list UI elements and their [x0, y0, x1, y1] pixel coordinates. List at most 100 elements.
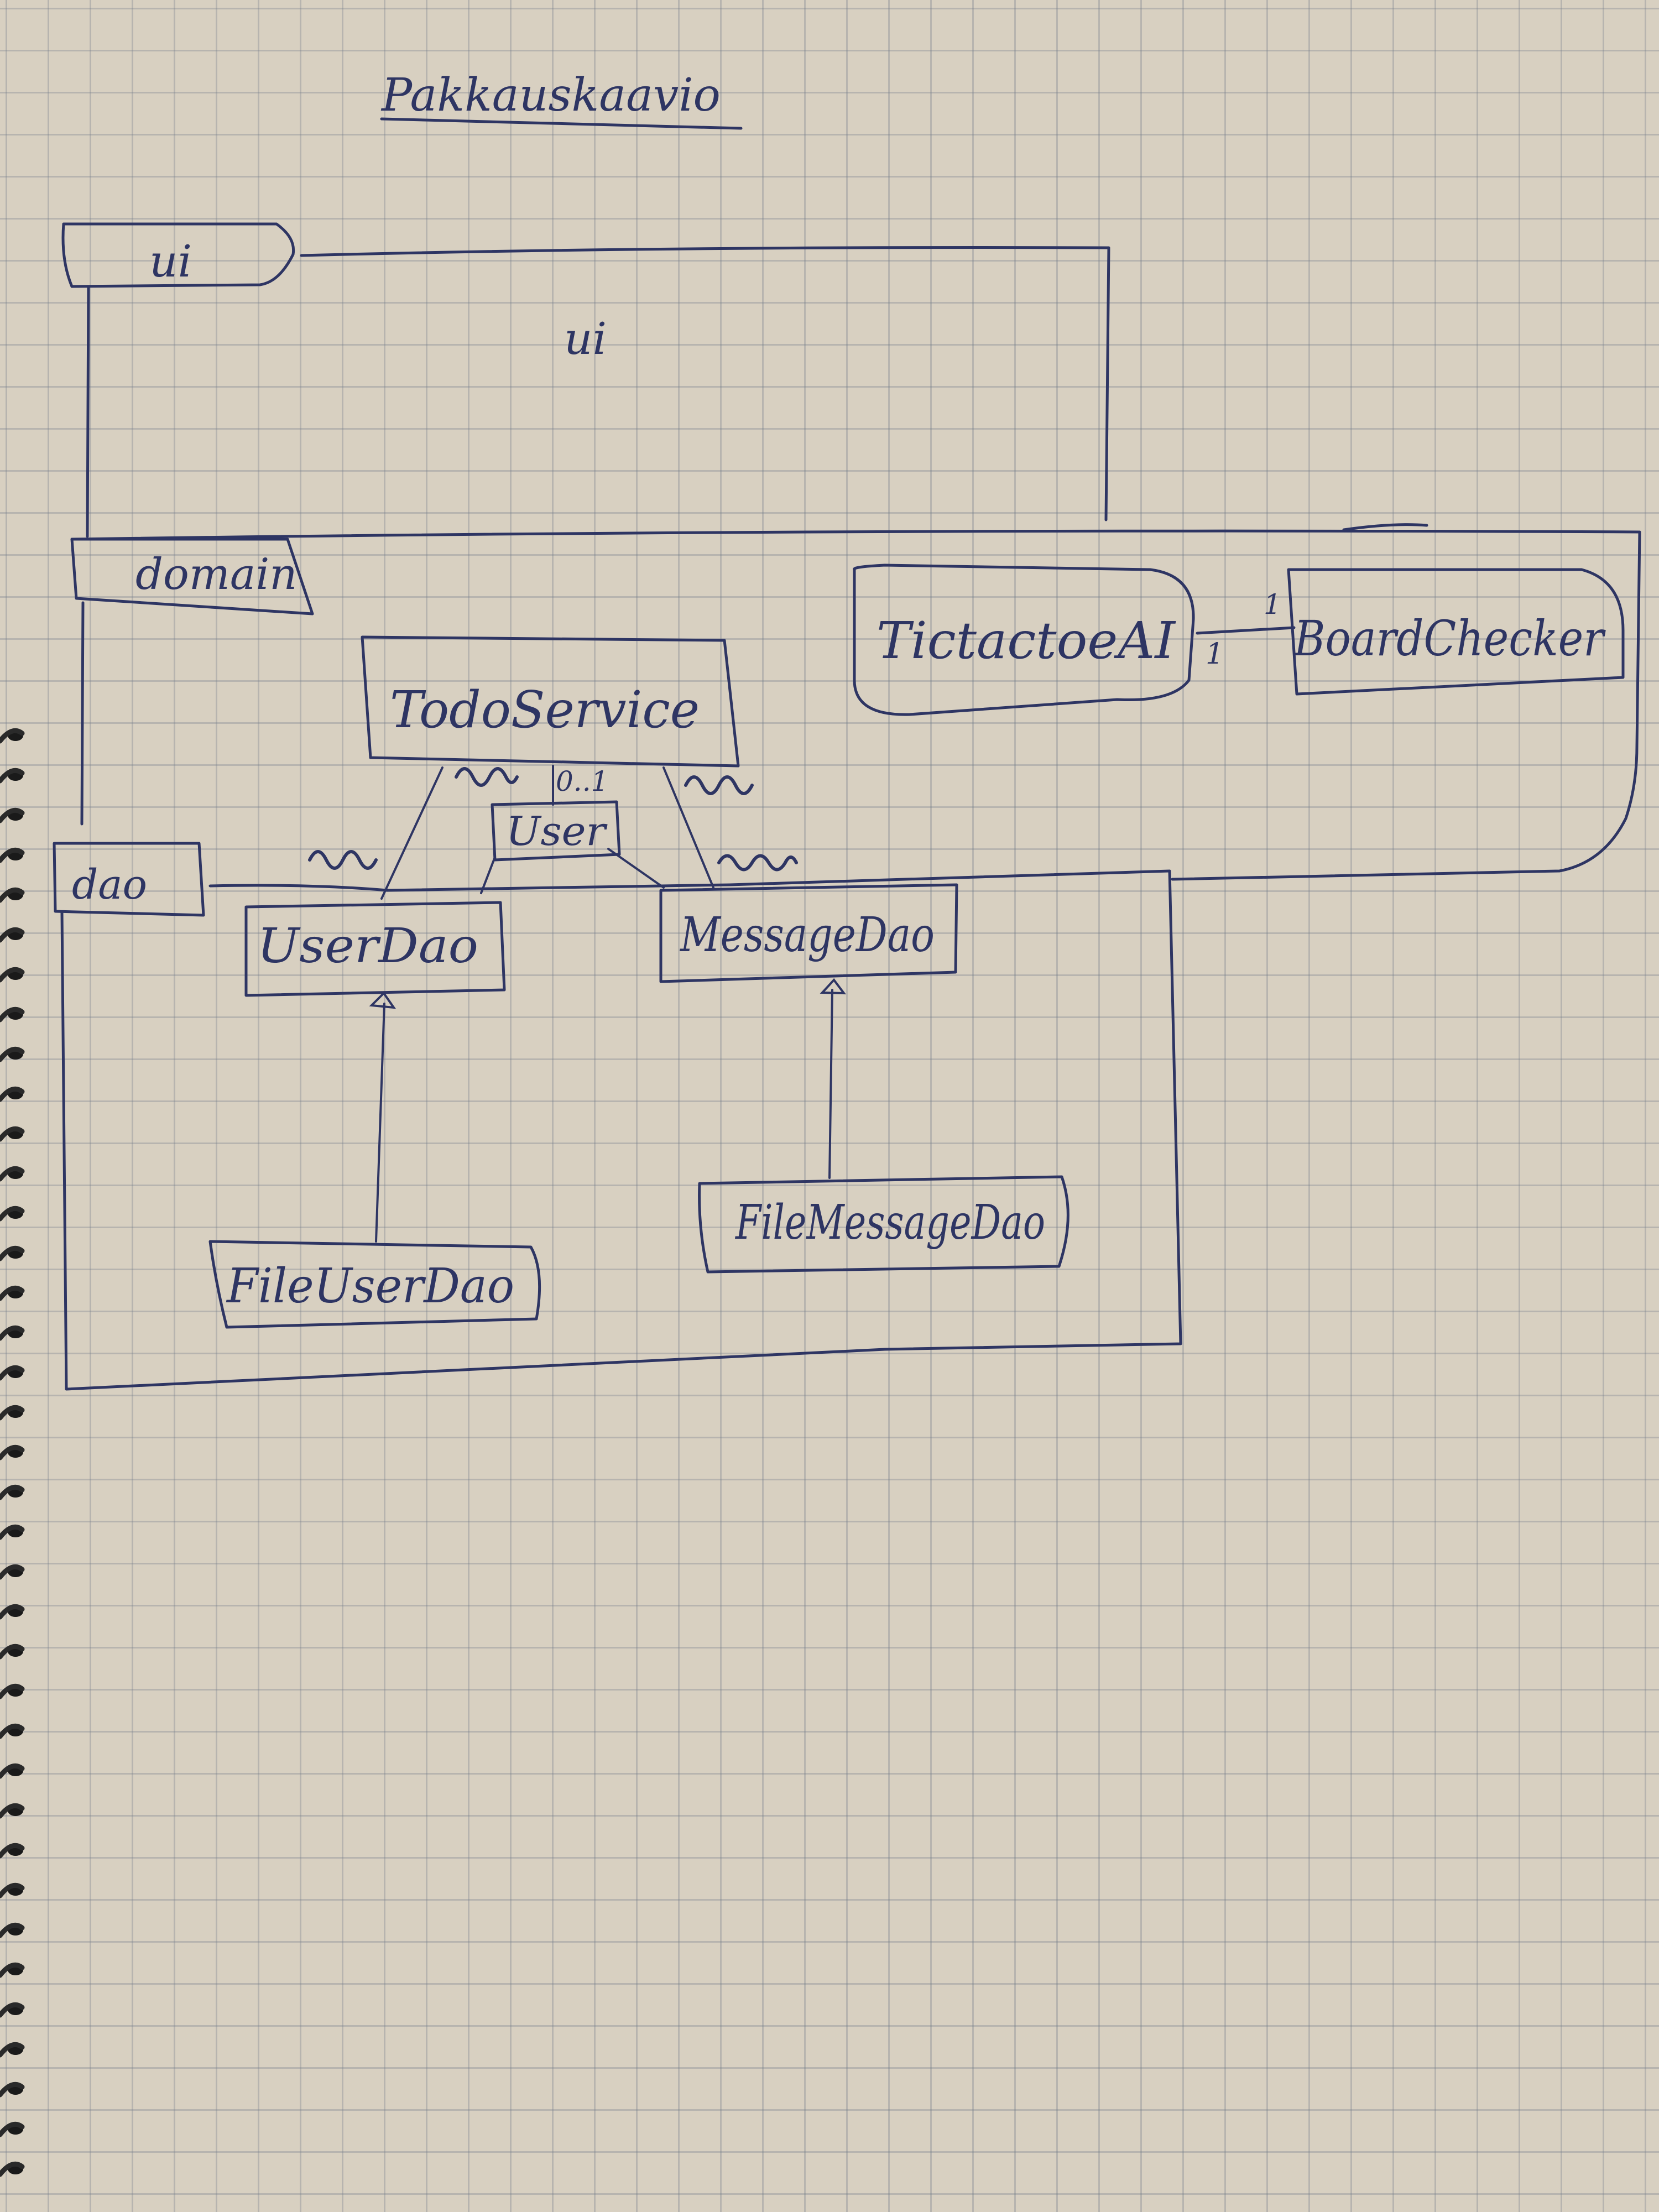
- package-dao: dao: [53, 842, 1182, 1391]
- spiral-ring: [0, 887, 25, 903]
- class-tictactoe-ai-label: TictactoeAI: [877, 611, 1176, 670]
- class-user-box: [491, 800, 621, 862]
- realization-arrowhead-userdao: [369, 991, 397, 1009]
- package-ui-body-label: ui: [564, 313, 607, 364]
- multiplicity-ai-side: 1: [1206, 638, 1224, 671]
- spiral-ring: [0, 2042, 25, 2058]
- spiral-ring: [0, 1405, 25, 1421]
- filemessagedao-realizes-messagedao: [828, 989, 833, 1179]
- class-user: User: [491, 800, 621, 862]
- relationships: [369, 765, 847, 1243]
- class-file-user-dao-label: FileUserDao: [226, 1259, 514, 1314]
- spiral-ring: [0, 1245, 25, 1261]
- spiral-ring: [0, 807, 25, 823]
- spiral-ring: [0, 2081, 25, 2098]
- package-domain-border-overlap: [1342, 523, 1428, 531]
- scribble-2: [684, 775, 754, 795]
- title-underline: [380, 117, 743, 130]
- association-ai-boardchecker: 1 1: [1196, 588, 1296, 671]
- package-dao-border: [60, 869, 1182, 1391]
- class-file-user-dao-box: [208, 1240, 541, 1329]
- spiral-ring: [0, 1046, 25, 1062]
- spiral-ring: [0, 1206, 25, 1222]
- todoservice-to-userdao: [380, 766, 444, 900]
- association-line: [1196, 626, 1296, 635]
- spiral-ring: [0, 1922, 25, 1938]
- package-domain: domain: [70, 523, 1641, 881]
- spiral-ring: [0, 2002, 25, 2018]
- spiral-ring: [0, 1126, 25, 1142]
- class-user-label: User: [506, 808, 608, 854]
- package-domain-tab-label: domain: [135, 550, 298, 599]
- class-board-checker-box: [1287, 568, 1625, 696]
- notebook-spiral-binding: [0, 728, 25, 2177]
- spiral-ring: [0, 1285, 25, 1301]
- package-domain-border-left: [80, 601, 85, 826]
- spiral-ring: [0, 1803, 25, 1819]
- spiral-ring: [0, 1484, 25, 1500]
- user-to-userdao: [480, 856, 496, 894]
- class-board-checker-label: BoardChecker: [1293, 610, 1606, 667]
- class-file-message-dao-box: [698, 1175, 1070, 1274]
- class-message-dao-box: [659, 883, 958, 983]
- user-to-messagedao: [607, 848, 665, 889]
- spiral-ring: [0, 1365, 25, 1381]
- class-todo-service-box: [361, 635, 740, 768]
- spiral-ring: [0, 1683, 25, 1699]
- spiral-ring: [0, 1962, 25, 1978]
- spiral-ring: [0, 1006, 25, 1022]
- package-ui-tab-label: ui: [149, 236, 192, 287]
- spiral-ring: [0, 1604, 25, 1620]
- multiplicity-checker-side: 1: [1264, 588, 1281, 620]
- class-user-dao-box: [244, 901, 506, 997]
- spiral-ring: [0, 2121, 25, 2137]
- spiral-ring: [0, 967, 25, 983]
- spiral-ring: [0, 1843, 25, 1859]
- scribbled-out-marks: [308, 767, 798, 872]
- scribble-1: [455, 767, 519, 787]
- spiral-ring: [0, 728, 25, 744]
- spiral-ring: [0, 1166, 25, 1182]
- class-user-dao: UserDao: [244, 901, 506, 997]
- class-board-checker: BoardChecker: [1287, 568, 1625, 696]
- spiral-ring: [0, 1882, 25, 1898]
- package-ui-border-left: [86, 286, 90, 538]
- class-tictactoe-ai-box: [853, 564, 1195, 716]
- class-message-dao: MessageDao: [659, 883, 958, 983]
- class-tictactoe-ai: TictactoeAI: [853, 564, 1195, 716]
- class-todo-service-label: TodoService: [390, 680, 700, 739]
- spiral-ring: [0, 847, 25, 863]
- spiral-ring: [0, 1524, 25, 1540]
- spiral-ring: [0, 1723, 25, 1739]
- spiral-ring: [0, 768, 25, 784]
- class-file-user-dao: FileUserDao: [208, 1240, 541, 1329]
- spiral-ring: [0, 1325, 25, 1341]
- multiplicity-user-side: 0..1: [556, 765, 608, 797]
- spiral-ring: [0, 1763, 25, 1779]
- class-user-dao-label: UserDao: [257, 919, 478, 974]
- class-todo-service: TodoService: [361, 635, 740, 768]
- spiral-ring: [0, 1564, 25, 1580]
- package-dao-tab-label: dao: [72, 861, 147, 909]
- package-dao-tab: [53, 842, 205, 917]
- spiral-ring: [0, 2161, 25, 2177]
- package-domain-border: [70, 529, 1641, 881]
- realization-arrowhead-messagedao: [820, 978, 847, 995]
- class-file-message-dao-label: FileMessageDao: [734, 1195, 1045, 1250]
- scribble-3: [308, 850, 378, 870]
- scribble-4: [717, 854, 798, 872]
- package-ui-border-top-right: [300, 246, 1110, 521]
- spiral-ring: [0, 1086, 25, 1102]
- package-domain-tab: [70, 538, 314, 615]
- class-message-dao-label: MessageDao: [679, 907, 935, 963]
- diagram-title: Pakkauskaavio: [380, 69, 743, 130]
- todoservice-to-messagedao: [662, 766, 714, 889]
- spiral-ring: [0, 1644, 25, 1660]
- spiral-ring: [0, 1444, 25, 1460]
- package-ui: ui ui: [61, 222, 1110, 538]
- spiral-ring: [0, 927, 25, 943]
- fileuserdao-realizes-userdao: [375, 1003, 385, 1243]
- title-text: Pakkauskaavio: [380, 69, 721, 122]
- package-ui-tab: [61, 222, 295, 288]
